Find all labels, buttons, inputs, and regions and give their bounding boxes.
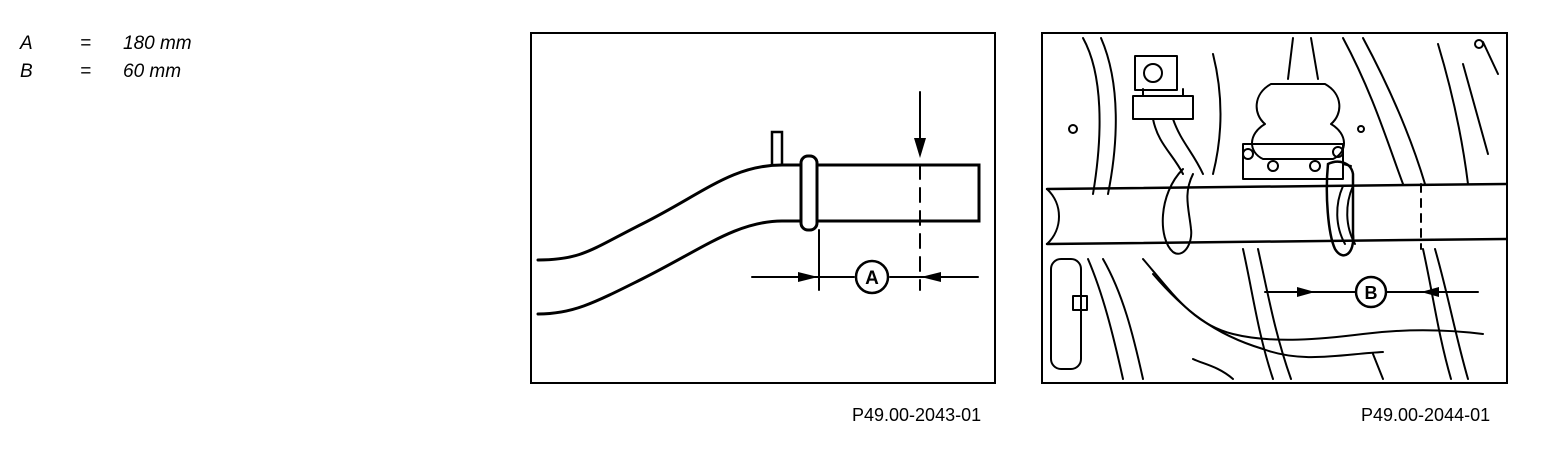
- clamp-ring: [799, 154, 819, 232]
- dimension-arrowhead-right: [921, 272, 941, 282]
- legend-key: B: [20, 61, 33, 82]
- dimension-marker-label: B: [1365, 283, 1378, 303]
- dimension-arrowhead-left: [798, 272, 818, 282]
- clamp-bolt: [1342, 163, 1352, 167]
- pipe-outline: [536, 163, 981, 316]
- bolt-hole: [1357, 125, 1365, 133]
- bolt-hole: [1068, 124, 1078, 134]
- cut-position-arrowhead: [914, 138, 926, 158]
- figure-caption-1: P49.00-2043-01: [852, 405, 982, 425]
- legend-equals: =: [80, 33, 92, 54]
- installed-pipe-drawing: B: [1045, 37, 1506, 380]
- right-bracket: [1437, 41, 1499, 185]
- exhaust-pipe: [1045, 182, 1506, 246]
- left-frame-member: [1082, 37, 1117, 195]
- rubber-boot: [1251, 83, 1345, 160]
- flange-bolt: [1267, 160, 1279, 172]
- pipe-schematic-figure: A: [530, 32, 996, 384]
- left-hanger-loop: [1161, 168, 1194, 255]
- connector-block: [1134, 55, 1178, 91]
- flange-bolt: [1332, 146, 1344, 158]
- pipe-stub: [770, 130, 784, 167]
- dimension-arrowhead-right: [1421, 287, 1439, 297]
- right-frame-member: [1342, 37, 1426, 185]
- hose-line: [1212, 53, 1222, 175]
- driveshaft: [1287, 37, 1319, 80]
- legend-equals: =: [80, 61, 92, 82]
- flange-bolt: [1242, 148, 1254, 160]
- pipe-clamp: [1325, 160, 1355, 257]
- bolt-head: [1072, 295, 1088, 311]
- right-lower-member: [1422, 248, 1469, 380]
- legend-value: 180 mm: [123, 33, 192, 54]
- lower-body-line: [1142, 258, 1484, 341]
- pipe-edge: [1046, 188, 1060, 245]
- dimension-marker-circle: [854, 259, 890, 295]
- dimension-marker-label: A: [865, 268, 879, 289]
- lower-contour: [1152, 273, 1384, 359]
- sensor-body: [1132, 88, 1194, 120]
- detail-lines: [1192, 353, 1384, 380]
- installed-pipe-figure: B: [1041, 32, 1508, 384]
- figure-caption-2: P49.00-2044-01: [1361, 405, 1491, 425]
- pipe-schematic-drawing: A: [536, 91, 981, 316]
- sensor-cable: [1152, 118, 1204, 175]
- flange-bolt: [1309, 160, 1321, 172]
- bolt-hole: [1474, 39, 1484, 49]
- flange-plate: [1242, 143, 1344, 180]
- dimension-marker-circle: [1354, 275, 1388, 309]
- axle-line: [1242, 248, 1292, 380]
- bracket-lower-left: [1050, 258, 1082, 370]
- legend-key: A: [20, 33, 33, 54]
- dimension-arrowhead-left: [1297, 287, 1315, 297]
- legend-value: 60 mm: [123, 61, 182, 82]
- connector-socket: [1143, 63, 1163, 83]
- lower-pipe: [1087, 258, 1144, 380]
